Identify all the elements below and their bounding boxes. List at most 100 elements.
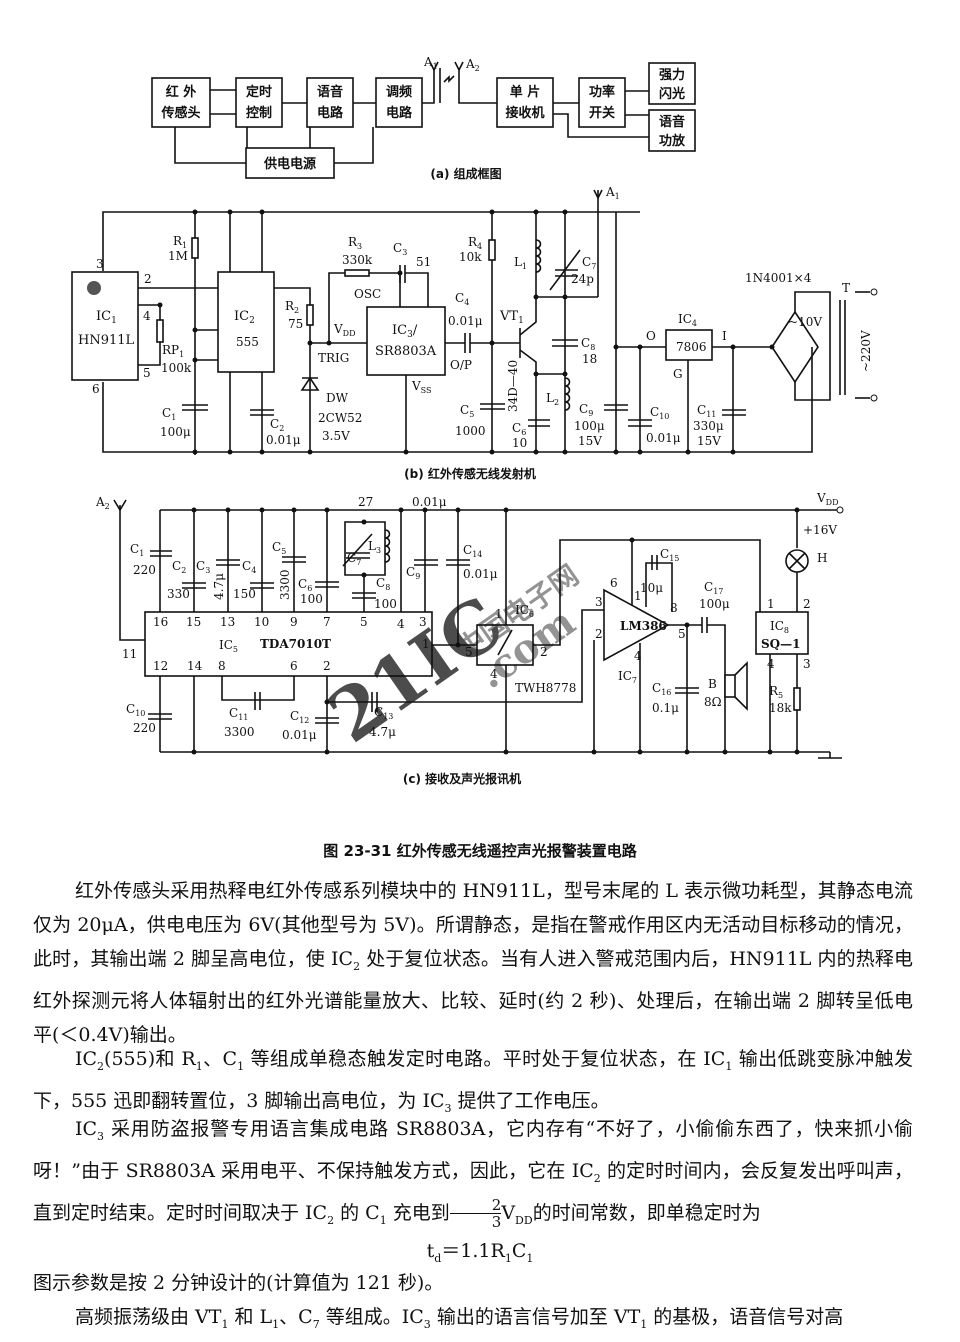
rx-c13-value: 4.7μ	[369, 725, 396, 739]
ic8-pin2: 2	[803, 597, 811, 611]
ic5-pin9: 9	[290, 615, 298, 629]
ic5-tda7010t	[144, 611, 433, 677]
rx-c12-value: 0.01μ	[282, 728, 317, 742]
c5-label: C5	[460, 403, 474, 419]
ic3-osc: OSC	[354, 287, 381, 301]
block-flash	[648, 62, 696, 105]
c6-value: 10	[512, 436, 527, 450]
r4-value: 10k	[459, 250, 482, 264]
ic3-vss: VSS	[411, 379, 432, 395]
c10-value: 0.01μ	[646, 431, 681, 445]
ic1-pin3: 3	[96, 257, 104, 271]
ic2-555	[217, 271, 275, 373]
ic7-pin2: 2	[595, 627, 603, 641]
rx-c2-label: C2	[172, 559, 186, 575]
ic5-pin6: 6	[290, 659, 298, 673]
ic5-model: TDA7010T	[260, 637, 331, 651]
c1-label: C1	[162, 406, 176, 422]
c11-volt: 15V	[697, 434, 721, 448]
lamp-label: H	[817, 551, 827, 565]
rx-c7-label: C7	[347, 551, 361, 567]
rx-c17-value: 100μ	[699, 597, 730, 611]
ic6-name: IC6	[515, 603, 534, 619]
ic7-pin8: 8	[670, 601, 678, 615]
ic3-op: O/P	[450, 358, 472, 372]
block-ir-sensor-l2: 传感头	[160, 105, 200, 121]
dw-model: 2CW52	[318, 411, 362, 425]
ic3-trig: TRIG	[318, 351, 349, 365]
rx-l3-value: 27	[358, 495, 373, 509]
block-switch-l1: 功率	[589, 84, 615, 100]
transformer-label: T	[842, 281, 850, 295]
rx-c16-value: 0.1μ	[652, 701, 679, 715]
ic5-pin13: 13	[220, 615, 235, 629]
bridge-label: 1N4001×4	[745, 271, 812, 285]
ic4-7806	[665, 329, 713, 361]
rx-c4-label: C4	[242, 559, 256, 575]
mains-voltage: ~220V	[859, 330, 873, 372]
receiver-schematic: A2	[95, 491, 844, 786]
ic4-pin-o: O	[646, 329, 656, 343]
c9-label: C9	[579, 402, 593, 418]
r3-label: R3	[348, 235, 362, 251]
ic8-pin3: 3	[803, 657, 811, 671]
rx-c17-label: C17	[704, 580, 723, 596]
dw-value: 3.5V	[322, 429, 350, 443]
ic6-pin4: 4	[490, 667, 498, 681]
ic5-pin14: 14	[187, 659, 203, 673]
c4-value: 0.01μ	[448, 314, 483, 328]
c8-value: 18	[582, 352, 597, 366]
rx-c2-value: 330	[167, 587, 190, 601]
ic1-pin2: 2	[144, 272, 152, 286]
block-flash-l2: 闪光	[659, 86, 685, 102]
ic5-pin3: 3	[419, 615, 427, 629]
ic5-name: IC5	[219, 638, 238, 654]
block-timer-l2: 控制	[246, 105, 272, 121]
block-timer	[235, 77, 283, 128]
c10-label: C10	[650, 405, 669, 421]
ic6-model: TWH8778	[515, 681, 576, 695]
ic6-pin5: 5	[465, 645, 473, 659]
c2-value: 0.01μ	[266, 433, 301, 447]
ic1-pin5: 5	[143, 366, 151, 380]
caption-c: (c) 接收及声光报讯机	[403, 771, 521, 786]
ic8-pin1: 1	[767, 597, 775, 611]
ic5-pin10: 10	[254, 615, 269, 629]
rx-c8-value: 100	[374, 597, 397, 611]
transmitter-schematic: 3 2 4 5 6 IC1 HN911L IC2 555 R1 1M RP1 1…	[71, 185, 878, 481]
ic5-pin2: 2	[323, 659, 331, 673]
ic3-model: SR8803A	[375, 344, 437, 359]
rx-c15-value: 10μ	[640, 581, 663, 595]
block-voice	[306, 77, 354, 128]
rx-c10-value: 220	[133, 721, 156, 735]
rx-c8-label: C8	[376, 576, 390, 592]
caption-a: (a) 组成框图	[430, 166, 501, 181]
rx-c9-value: 0.01μ	[412, 495, 447, 509]
dw-label: DW	[326, 391, 349, 405]
c6-label: C6	[512, 421, 526, 437]
c4-label: C4	[455, 291, 469, 307]
secondary-voltage: ~10V	[788, 315, 822, 329]
rx-c6-value: 100	[300, 592, 323, 606]
rx-r5-value: 18k	[769, 701, 792, 715]
r2-label: R2	[285, 299, 299, 315]
block-power	[245, 147, 335, 179]
block-fm-l1: 调频	[386, 84, 412, 100]
ic7-pin5: 5	[678, 627, 686, 641]
r2-value: 75	[288, 317, 303, 331]
r1-label: R1	[173, 234, 187, 250]
c11-label: C11	[697, 403, 716, 419]
block-fm-l2: 电路	[386, 105, 413, 121]
ic5-pin16: 16	[153, 615, 168, 629]
ic1-name: IC1	[96, 309, 117, 326]
speaker-label: B	[708, 677, 717, 691]
paragraph-2: IC2(555)和 R1、C1 等组成单稳态触发定时电路。平时处于复位状态，在 …	[33, 1048, 913, 1115]
r3-value: 330k	[342, 253, 373, 267]
ic5-pin12: 12	[153, 659, 168, 673]
ic3-vdd: VDD	[333, 322, 356, 338]
ic8-model: SQ—1	[761, 637, 800, 651]
ic5-pin5: 5	[360, 615, 368, 629]
r1-value: 1M	[168, 249, 188, 263]
antenna-a1-tx: A1	[605, 185, 620, 201]
